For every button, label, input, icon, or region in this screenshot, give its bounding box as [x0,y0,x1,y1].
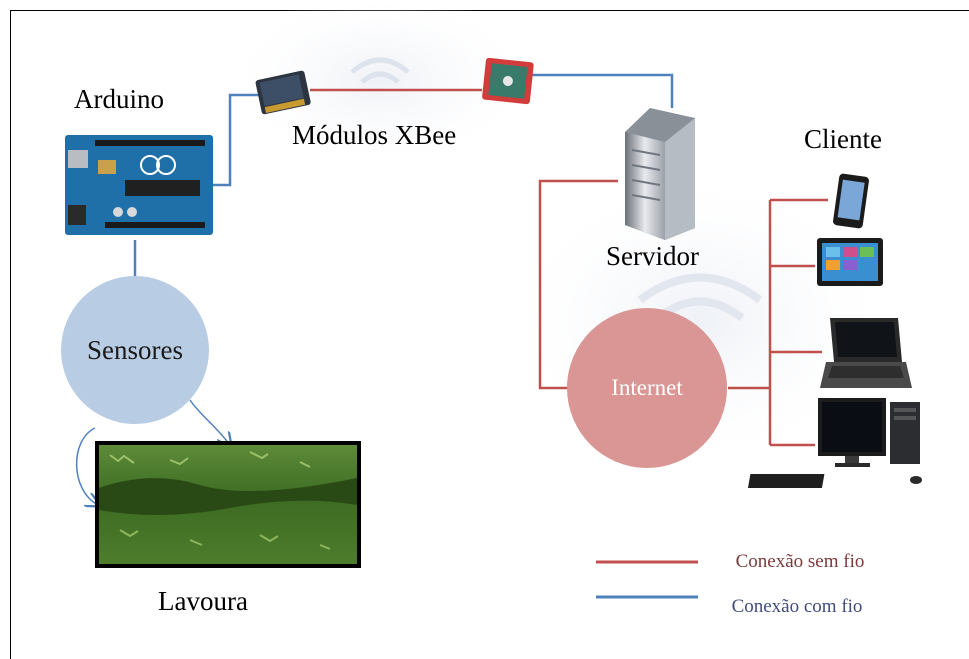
wireless-glow-top [220,0,540,170]
xbee-label: Módulos XBee [292,120,457,150]
wireless-link-server-internet [538,179,618,390]
laptop-icon [820,318,912,388]
diagram-frame [10,10,969,659]
tablet-icon [817,238,883,286]
server-tower-icon [625,108,695,240]
internet-label: Internet [611,375,683,400]
legend-wireless-label: Conexão sem fio [735,551,865,572]
legend-wired-label: Conexão com fio [731,596,863,617]
sensores-label: Sensores [87,335,183,365]
arduino-board-icon [65,135,213,235]
wired-link-xbee-server [530,73,674,108]
cliente-label: Cliente [804,124,882,154]
sensor-arrow-right [189,399,230,445]
lavoura-label: Lavoura [158,586,248,616]
sensor-arrow-left [75,427,98,505]
arduino-label: Arduino [74,84,164,114]
wired-link-arduino-xbee [212,93,262,187]
internet-node [567,308,727,468]
desktop-computer-icon [747,398,922,488]
sensores-node [61,276,209,424]
connections [75,73,828,505]
smartphone-icon [833,173,869,229]
servidor-label: Servidor [606,241,699,271]
field-crop-icon [95,441,361,568]
xbee-module-icon [255,57,534,115]
